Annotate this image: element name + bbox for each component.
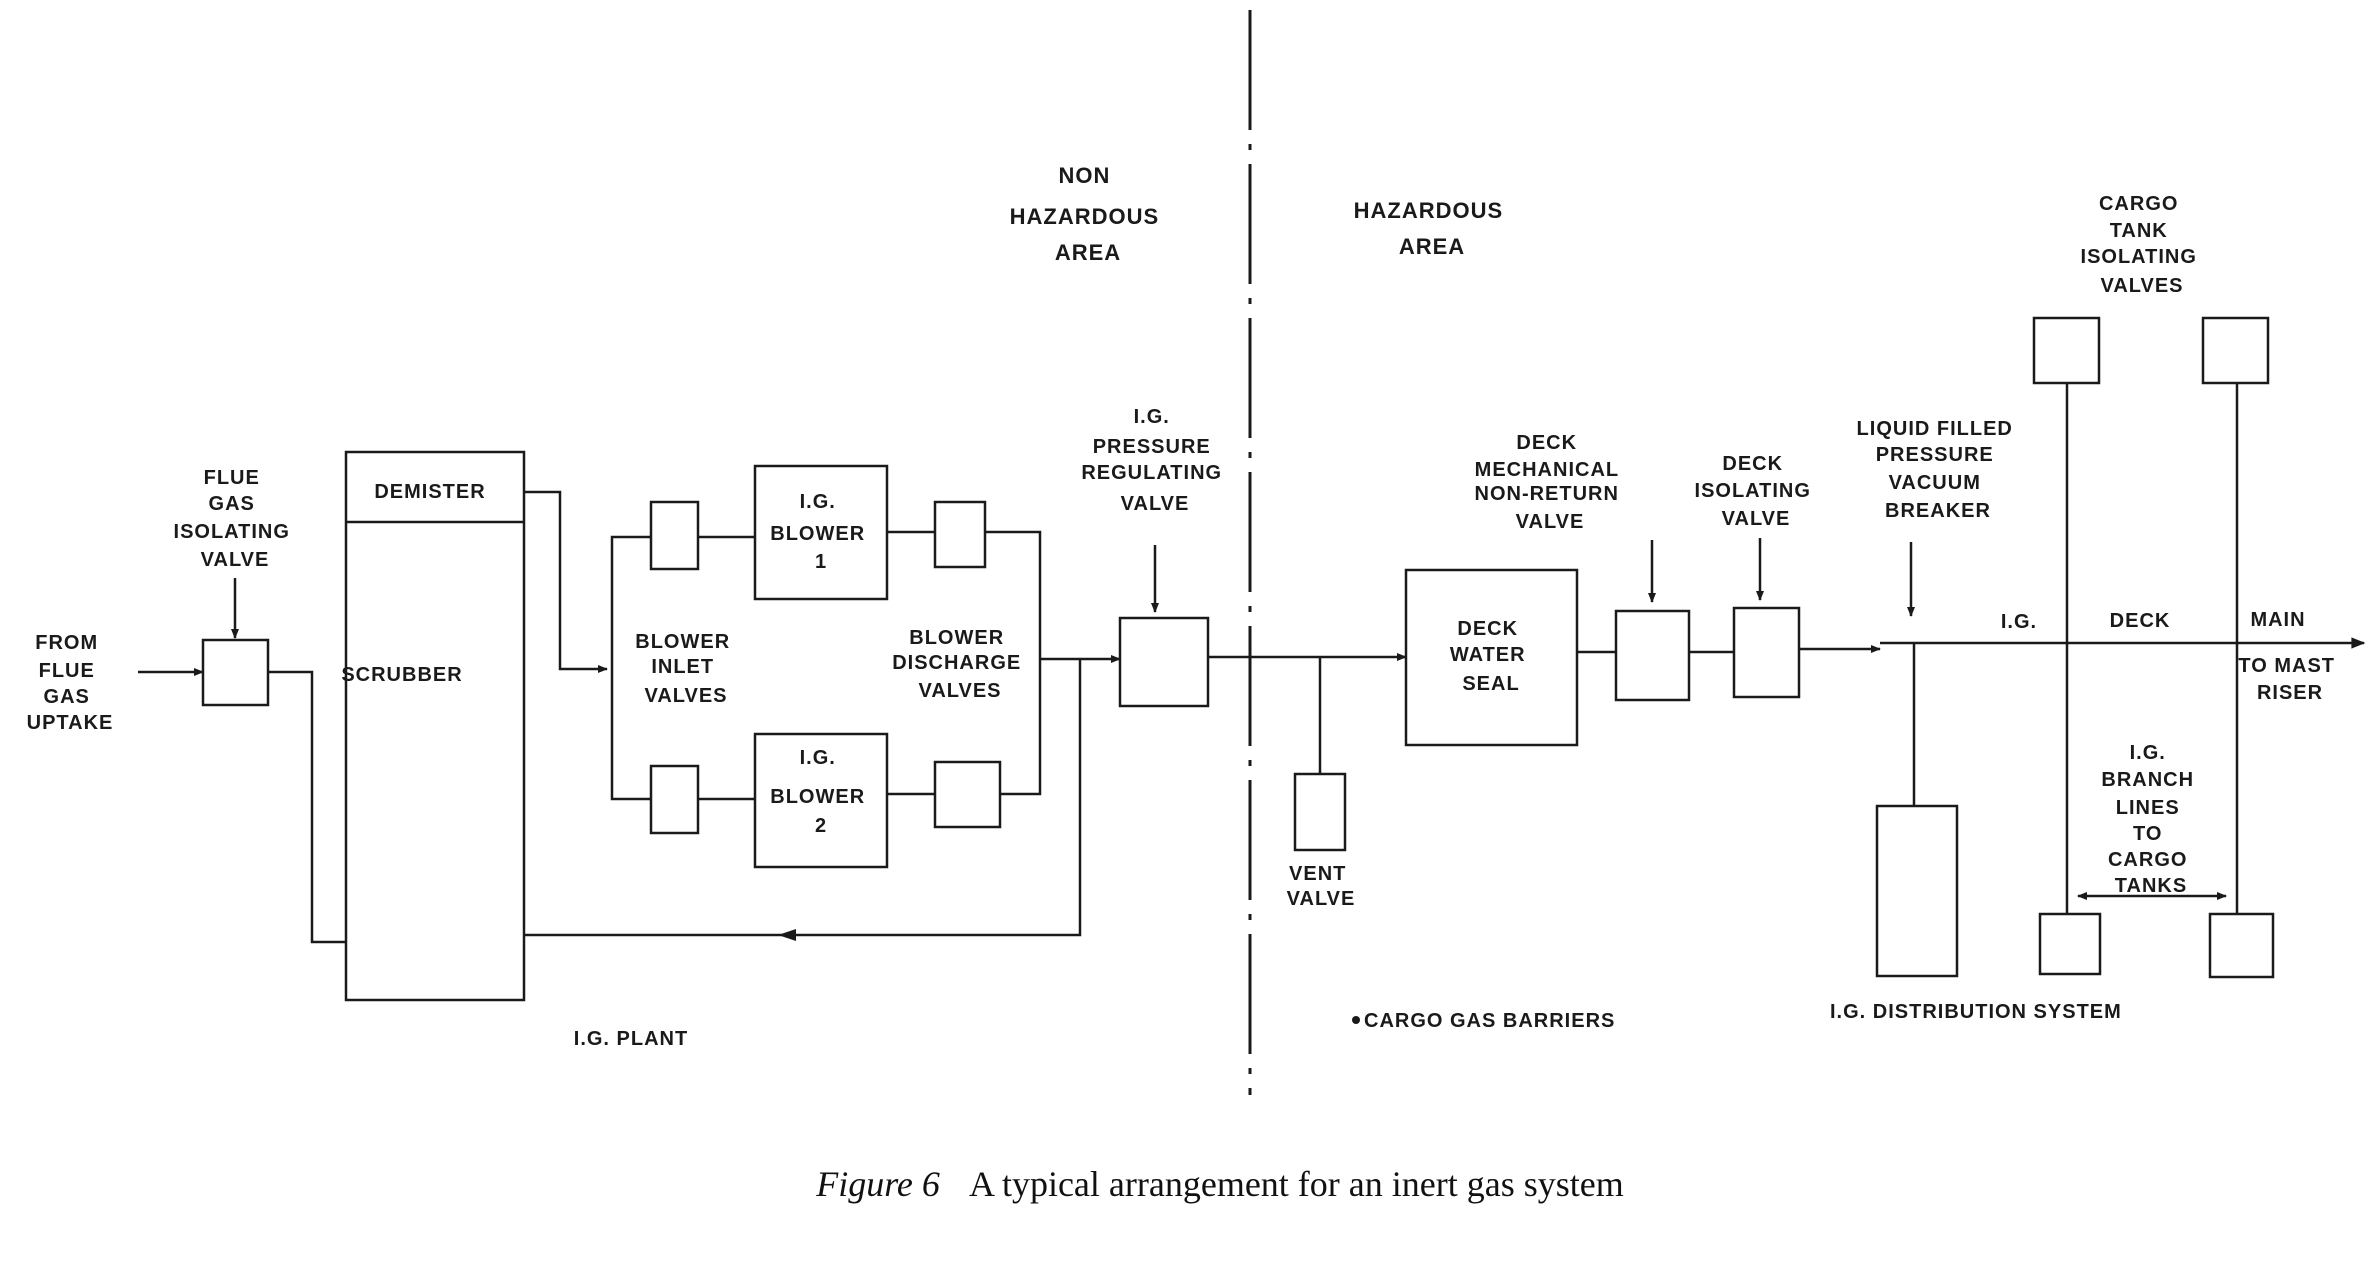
hazardous-area-label: HAZARDOUS AREA	[1354, 198, 1511, 259]
cargo-tank-isolating-valve-lower-left	[2038, 912, 2102, 976]
deck-mechanical-non-return-valve	[1614, 609, 1691, 702]
scrubber-label: SCRUBBER	[341, 664, 462, 686]
ig-blower-1	[753, 464, 889, 601]
deck-water-seal-label: DECK WATER SEAL	[1450, 618, 1532, 695]
cargo-gas-barriers-label: CARGO GAS BARRIERS	[1364, 1010, 1615, 1032]
cargo-gas-barrier-marker	[1352, 1016, 1360, 1024]
deck-water-seal	[1404, 568, 1579, 747]
branch-lines-label: I.G. BRANCH LINES TO CARGO TANKS	[2101, 742, 2200, 897]
cargo-tank-isolating-valve-upper-right	[2201, 316, 2270, 385]
ig-blower-1-label: I.G. BLOWER 1	[770, 491, 871, 573]
blower-discharge-valves-label: BLOWER DISCHARGE VALVES	[892, 627, 1028, 702]
blower-1-inlet-valve	[649, 500, 700, 571]
figure-caption: Figure 6 A typical arrangement for an in…	[815, 1164, 1623, 1204]
cargo-tank-isolating-valve-upper-left	[2032, 316, 2101, 385]
flue-gas-isolating-valve	[201, 638, 270, 707]
vent-valve-label: VENT VALVE	[1287, 863, 1356, 910]
deck-isolating-valve	[1732, 606, 1801, 699]
cargo-tank-isolating-valves-label: CARGO TANK ISOLATING VALVES	[2081, 193, 2204, 297]
recirculation-arrowhead	[778, 929, 796, 941]
liquid-filled-pv-breaker	[1875, 804, 1959, 978]
recirculation-line	[524, 659, 1082, 937]
non-hazardous-area-label: NON HAZARDOUS AREA	[1010, 163, 1167, 265]
vent-valve	[1293, 772, 1347, 852]
pv-breaker-label: LIQUID FILLED PRESSURE VACUUM BREAKER	[1857, 418, 2020, 522]
ig-plant-label: I.G. PLANT	[574, 1028, 688, 1050]
to-mast-riser-label: TO MAST RISER	[2238, 655, 2341, 704]
deck-isolating-valve-label: DECK ISOLATING VALVE	[1695, 453, 1818, 530]
blower-inlet-header	[610, 535, 651, 801]
from-flue-gas-label: FROM FLUE GAS UPTAKE	[27, 632, 114, 734]
flue-gas-isolating-valve-label: FLUE GAS ISOLATING VALVE	[174, 467, 297, 571]
blower-inlet-valves-label: BLOWER INLET VALVES	[635, 631, 736, 707]
ig-pressure-regulating-valve	[1118, 616, 1210, 708]
scrubber-tower	[344, 450, 526, 1002]
blower-1-discharge-valve	[933, 500, 987, 569]
ig-distribution-system-label: I.G. DISTRIBUTION SYSTEM	[1830, 1001, 2122, 1023]
demister-label: DEMISTER	[374, 481, 485, 503]
blower-2-inlet-valve	[649, 764, 700, 835]
figure-number: Figure 6	[815, 1164, 940, 1204]
deck-main-main-label: MAIN	[2250, 609, 2305, 631]
deck-main-ig-label: I.G.	[2001, 611, 2037, 633]
blower-discharge-header	[985, 530, 1042, 796]
pipe-demister-outlet	[524, 490, 608, 673]
ig-blower-2	[753, 732, 889, 869]
deck-non-return-valve-label: DECK MECHANICAL NON-RETURN VALVE	[1475, 432, 1626, 533]
pressure-regulating-valve-label: I.G. PRESSURE REGULATING VALVE	[1081, 406, 1228, 515]
figure-title: A typical arrangement for an inert gas s…	[969, 1164, 1624, 1204]
ig-blower-2-label: I.G. BLOWER 2	[770, 747, 871, 837]
pipe-flue-valve-to-scrubber	[268, 670, 352, 944]
deck-main-deck-label: DECK	[2110, 610, 2171, 632]
cargo-tank-isolating-valve-lower-right	[2208, 912, 2275, 979]
blower-2-discharge-valve	[933, 760, 1002, 829]
